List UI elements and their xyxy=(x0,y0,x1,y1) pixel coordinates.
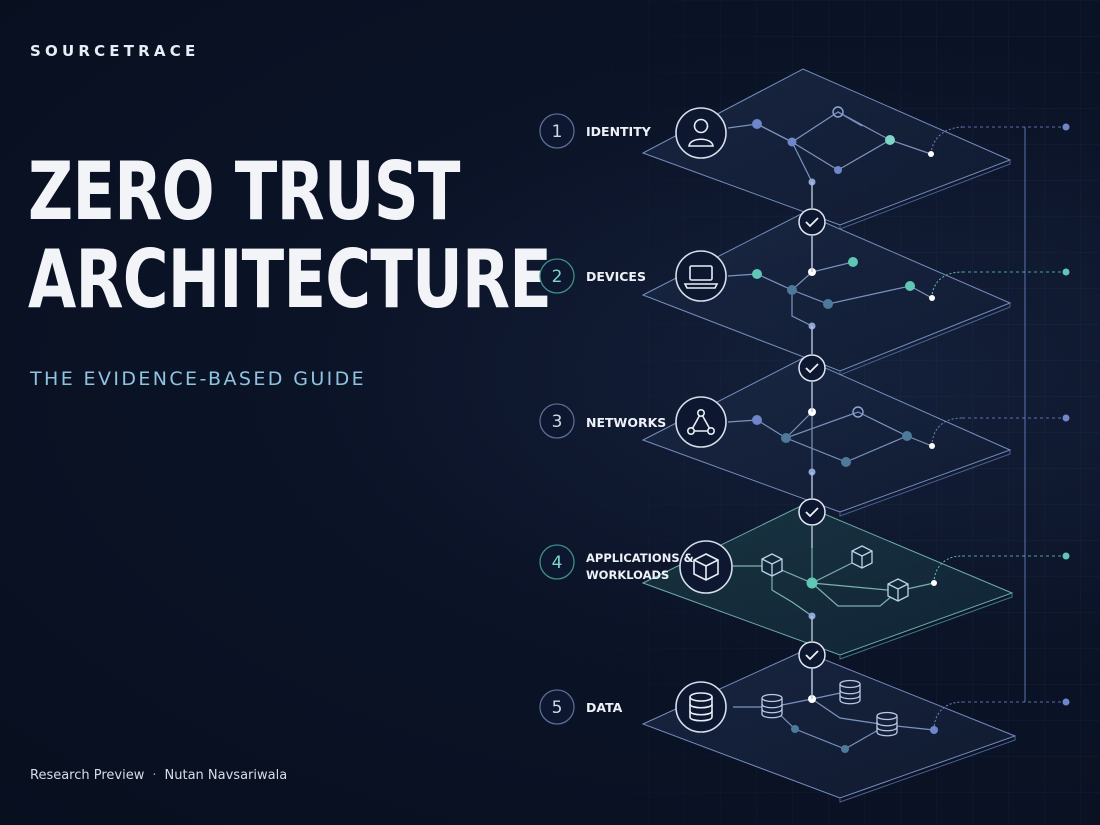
database-icon xyxy=(761,693,783,719)
layer-devices: 2 DEVICES xyxy=(539,212,1012,376)
layer-number-badge xyxy=(539,113,575,149)
subtitle: THE EVIDENCE-BASED GUIDE xyxy=(30,368,367,390)
checkpoint-check-icon xyxy=(798,208,826,236)
cube-icon xyxy=(693,553,719,581)
layer-number-badge xyxy=(539,403,575,439)
verification-spine xyxy=(798,182,826,699)
checkpoint-check-icon xyxy=(798,354,826,382)
user-icon xyxy=(688,118,714,147)
layer-data: 5 DATA xyxy=(539,650,1017,803)
page-title: ZERO TRUST ARCHITECTURE xyxy=(28,145,552,326)
layer-icon-circle xyxy=(675,250,727,302)
layer-number: 4 xyxy=(552,553,563,573)
layer-number-badge xyxy=(539,258,575,294)
layer-networks: 3 NETWORKS xyxy=(539,357,1012,517)
layer-number-badge xyxy=(539,689,575,725)
footer-author: Nutan Navsariwala xyxy=(164,768,288,783)
cube-icon xyxy=(887,578,909,602)
layer-applications-workloads: 4 APPLICATIONS & WORKLOADS xyxy=(539,504,1014,660)
brand-logo: SOURCETRACE xyxy=(30,42,200,60)
layer-label: DEVICES xyxy=(586,269,646,284)
database-icon xyxy=(689,692,713,722)
checkpoint-check-icon xyxy=(798,498,826,526)
footer-separator: · xyxy=(152,768,157,783)
right-connector-rail xyxy=(962,123,1070,706)
layer-number: 5 xyxy=(552,698,563,718)
laptop-icon xyxy=(683,265,719,289)
layer-label-line-2: WORKLOADS xyxy=(586,568,669,582)
layer-icon-circle xyxy=(675,396,727,448)
layer-number-badge xyxy=(539,544,575,580)
layer-label-line-1: APPLICATIONS & xyxy=(586,551,694,565)
network-icon xyxy=(686,408,715,435)
database-icon xyxy=(876,711,898,737)
checkpoint-check-icon xyxy=(798,641,826,669)
footer-label: Research Preview xyxy=(30,768,145,783)
layer-label: NETWORKS xyxy=(586,415,666,430)
database-icon xyxy=(839,679,861,705)
cube-icon xyxy=(761,553,783,577)
layer-label: DATA xyxy=(586,700,623,715)
title-line-1: ZERO TRUST xyxy=(28,145,460,238)
layer-number: 3 xyxy=(552,412,563,432)
layer-identity: 1 IDENTITY xyxy=(539,68,1012,230)
cube-icon xyxy=(851,545,873,569)
layer-number: 1 xyxy=(552,122,563,142)
footer-credit: Research Preview · Nutan Navsariwala xyxy=(30,768,287,783)
layer-number: 2 xyxy=(552,267,563,287)
title-line-2: ARCHITECTURE xyxy=(28,233,552,326)
layer-label: IDENTITY xyxy=(586,124,652,139)
